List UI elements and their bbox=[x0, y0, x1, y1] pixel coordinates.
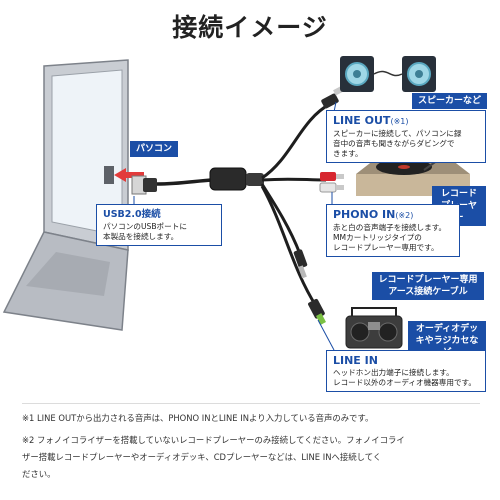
usb-desc-line: 本製品を接続します。 bbox=[103, 232, 179, 241]
speakers-icon bbox=[340, 56, 436, 92]
phono-in-desc-line: MMカートリッジタイプの bbox=[333, 233, 422, 242]
phono-in-desc-line: レコードプレーヤー専用です。 bbox=[333, 243, 439, 252]
phono-in-note: (※2) bbox=[395, 211, 414, 220]
usb-desc-line: パソコンのUSBポートに bbox=[103, 222, 187, 231]
ground-cable-label: レコードプレーヤー専用アース接続ケーブル bbox=[372, 272, 484, 300]
line-in-heading: LINE IN bbox=[333, 354, 378, 367]
line-out-desc-line: きます。 bbox=[333, 149, 363, 158]
usb-arrow-icon bbox=[114, 168, 144, 182]
pc-label: パソコン bbox=[130, 141, 179, 157]
line-in-box: LINE IN ヘッドホン出力端子に接続します。 レコード以外のオーディオ機器専… bbox=[326, 350, 486, 392]
ground-cable-plug-icon bbox=[293, 249, 308, 279]
line-out-heading: LINE OUT bbox=[333, 114, 391, 127]
usb-plug-icon bbox=[131, 175, 157, 195]
line-out-plug-icon bbox=[321, 86, 343, 109]
line-out-box: LINE OUT(※1) スピーカーに接続して、パソコンに録 音中の音声も聞きな… bbox=[326, 110, 486, 163]
line-out-desc-line: スピーカーに接続して、パソコンに録 bbox=[333, 129, 462, 138]
page-title: 接続イメージ bbox=[172, 13, 328, 42]
footnote-2: ※2 フォノイコライザーを搭載していないレコードプレーヤーのみ接続してください。… bbox=[22, 435, 405, 445]
separator-line bbox=[22, 403, 480, 404]
line-in-plug-icon bbox=[308, 298, 326, 325]
phono-in-desc-line: 赤と白の音声端子を接続します。 bbox=[333, 223, 447, 232]
usb-connection-box: USB2.0接続 パソコンのUSBポートに 本製品を接続します。 bbox=[96, 204, 222, 246]
usb-heading: USB2.0接続 bbox=[103, 209, 161, 220]
converter-box-icon bbox=[209, 167, 264, 191]
radio-cassette-icon bbox=[345, 307, 403, 349]
line-out-desc-line: 音中の音声も聞きながらダビングで bbox=[333, 139, 455, 148]
footnote-1: ※1 LINE OUTから出力される音声は、PHONO INとLINE INより… bbox=[22, 413, 374, 423]
footnote-2-end: ださい。 bbox=[22, 469, 56, 479]
speaker-label: スピーカーなど bbox=[412, 93, 488, 109]
line-in-desc-line: ヘッドホン出力端子に接続します。 bbox=[333, 368, 454, 377]
phono-in-heading: PHONO IN bbox=[333, 208, 396, 221]
line-out-note: (※1) bbox=[390, 117, 409, 126]
phono-in-box: PHONO IN(※2) 赤と白の音声端子を接続します。 MMカートリッジタイプ… bbox=[326, 204, 460, 257]
laptop-icon bbox=[2, 59, 129, 331]
line-in-desc-line: レコード以外のオーディオ機器専用です。 bbox=[333, 378, 476, 387]
footnote-2-cont: ザー搭載レコードプレーヤーやオーディオデッキ、CDプレーヤーなどは、LINE I… bbox=[22, 452, 382, 462]
rca-plugs-icon bbox=[319, 172, 344, 193]
